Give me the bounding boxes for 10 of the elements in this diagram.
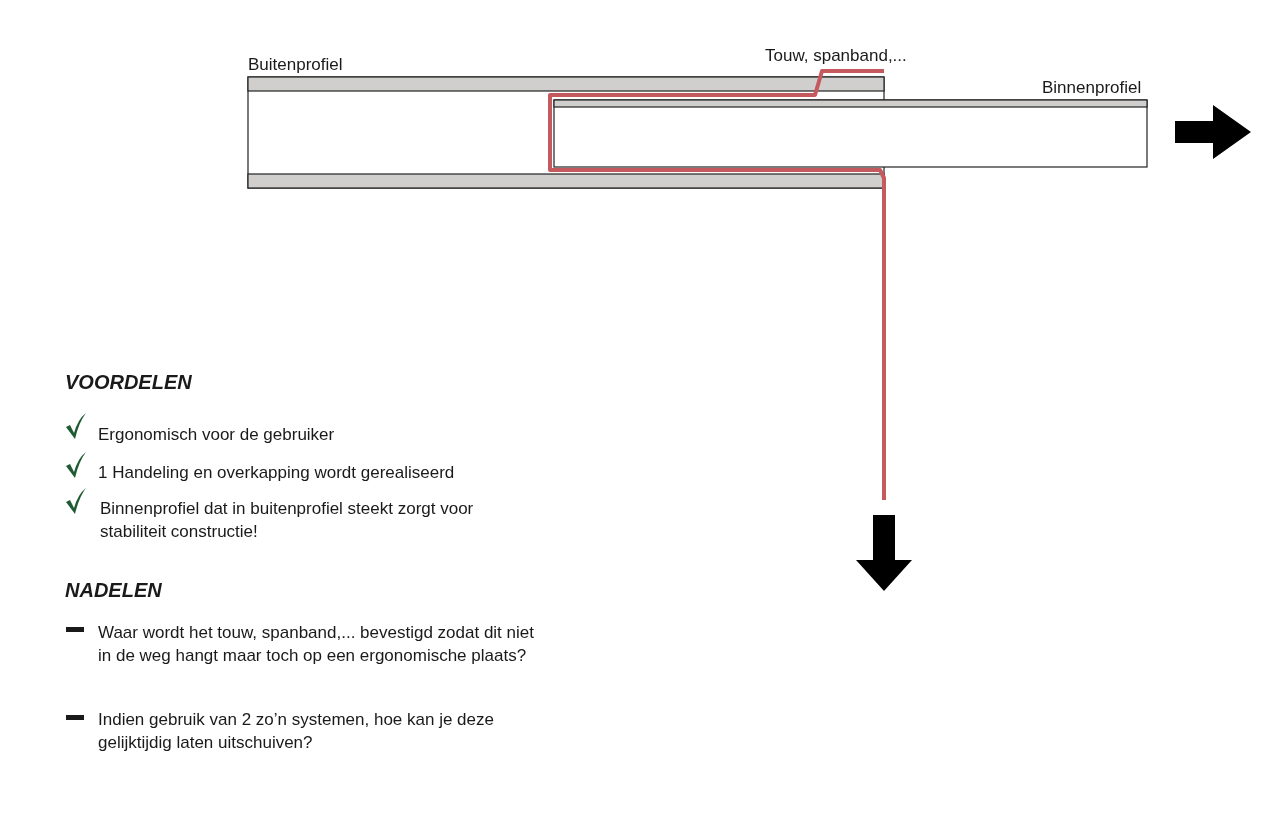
section-heading: NADELEN [65,579,162,602]
part-label: Binnenprofiel [1042,77,1142,99]
list-item: Ergonomisch voor de gebruiker [98,424,335,446]
list-item: Binnenprofiel dat in buitenprofiel steekt zorgt voor stabiliteit constructie! [100,498,475,543]
list-item: Indien gebruik van 2 zo’n systemen, hoe kan je deze gelijktijdig laten uitschuiven? [98,709,495,754]
part-label: Buitenprofiel [248,54,343,76]
list-item: 1 Handeling en overkapping wordt gerealiseerd [98,462,455,484]
section-heading: VOORDELEN [65,371,192,394]
list-item: Waar wordt het touw, spanband,... bevestigd zodat dit niet in de weg hangt maar toch op een ergonomische plaats? [98,622,535,667]
part-label: Touw, spanband,... [765,45,907,67]
